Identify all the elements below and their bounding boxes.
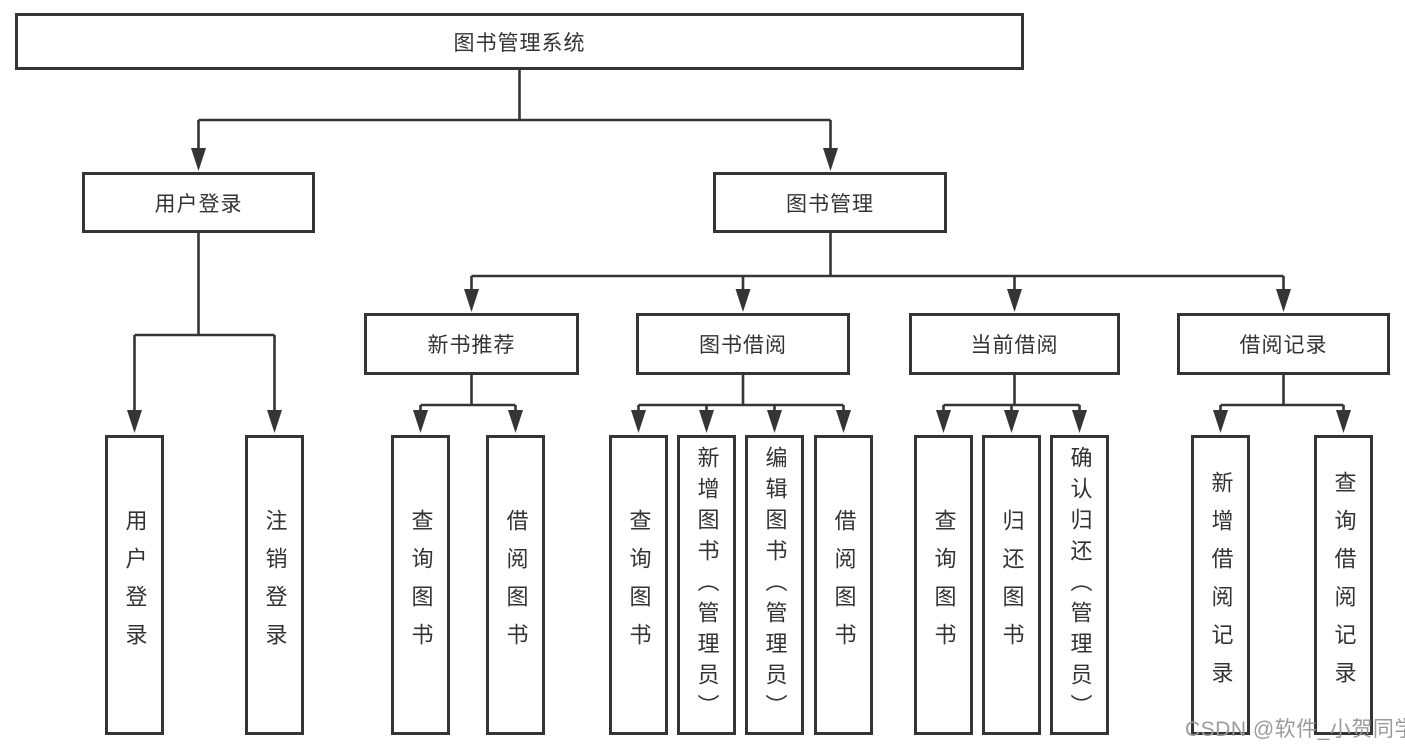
leaf-borrow-books: 借阅图书 [814,435,873,735]
node-library-management-system-label: 图书管理系统 [453,31,586,55]
leaf-query-books-borrow-label: 查询图书 [626,509,652,661]
node-user-login-label: 用户登录 [154,192,243,216]
arrowhead-icon [936,410,951,433]
arrowhead-icon [699,410,714,433]
leaf-user-login-label: 用户登录 [122,509,148,661]
leaf-query-books-recommend: 查询图书 [391,435,450,735]
edge-recommend-to-leaves [419,375,517,413]
leaf-edit-books-admin: 编辑图书（管理员） [745,435,804,735]
arrowhead-icon [836,410,851,433]
node-borrowing-records: 借阅记录 [1177,313,1390,375]
node-library-management-system: 图书管理系统 [15,13,1024,70]
leaf-add-borrow-record: 新增借阅记录 [1191,435,1250,735]
node-current-borrowing: 当前借阅 [909,313,1120,375]
node-book-borrowing-label: 图书借阅 [699,334,787,357]
arrowhead-icon [1004,410,1019,433]
watermark-text: CSDN @软件_小贺同学 [1185,718,1405,741]
leaf-confirm-return-admin-label: 确认归还（管理员） [1067,445,1093,725]
leaf-edit-books-admin-label: 编辑图书（管理员） [762,445,788,725]
arrowhead-icon [508,410,523,433]
arrowhead-icon [1336,410,1351,433]
arrowhead-icon [767,410,782,433]
leaf-return-books: 归还图书 [982,435,1041,735]
arrowhead-icon [464,289,479,312]
arrowheads [127,148,1351,433]
arrowhead-icon [413,410,428,433]
arrowhead-icon [127,410,142,433]
node-user-login: 用户登录 [82,172,315,233]
edge-current-to-leaves [942,375,1081,413]
arrowhead-icon [1007,289,1022,312]
node-new-book-recommend-label: 新书推荐 [427,334,516,357]
arrowhead-icon [1213,410,1228,433]
leaf-query-books-borrow: 查询图书 [609,435,668,735]
leaf-borrow-books-recommend: 借阅图书 [486,435,545,735]
leaf-borrow-books-recommend-label: 借阅图书 [503,509,529,661]
arrowhead-icon [1072,410,1087,433]
leaf-logout: 注销登录 [245,435,304,735]
arrowhead-icon [267,410,282,433]
arrowhead-icon [631,410,646,433]
node-new-book-recommend: 新书推荐 [364,313,579,375]
leaf-user-login: 用户登录 [105,435,164,735]
node-current-borrowing-label: 当前借阅 [970,334,1059,357]
node-book-borrowing: 图书借阅 [636,313,850,375]
leaf-add-books-admin: 新增图书（管理员） [677,435,736,735]
leaf-query-borrow-record-label: 查询借阅记录 [1331,471,1357,699]
node-book-management: 图书管理 [713,172,947,233]
leaf-return-books-label: 归还图书 [999,509,1025,661]
leaf-query-books-current-label: 查询图书 [931,509,957,661]
edge-root-to-level2 [197,70,832,152]
node-borrowing-records-label: 借阅记录 [1239,334,1328,357]
arrowhead-icon [191,148,206,171]
arrowhead-icon [735,289,751,312]
leaf-add-books-admin-label: 新增图书（管理员） [694,445,720,725]
edge-userlogin-to-leaves [133,233,276,413]
arrowhead-icon [823,148,838,171]
leaf-add-borrow-record-label: 新增借阅记录 [1208,471,1234,699]
node-book-management-label: 图书管理 [786,192,874,216]
leaf-borrow-books-label: 借阅图书 [831,509,857,661]
leaf-query-borrow-record: 查询借阅记录 [1314,435,1373,735]
arrowhead-icon [1276,289,1291,312]
leaf-query-books-current: 查询图书 [914,435,973,735]
leaf-query-books-recommend-label: 查询图书 [408,509,434,661]
leaf-confirm-return-admin: 确认归还（管理员） [1050,435,1109,735]
leaf-logout-label: 注销登录 [262,509,288,661]
edge-borrowing-to-leaves [637,375,845,413]
edge-bookmgmt-to-level3 [470,233,1285,294]
edge-records-to-leaves [1219,375,1345,413]
